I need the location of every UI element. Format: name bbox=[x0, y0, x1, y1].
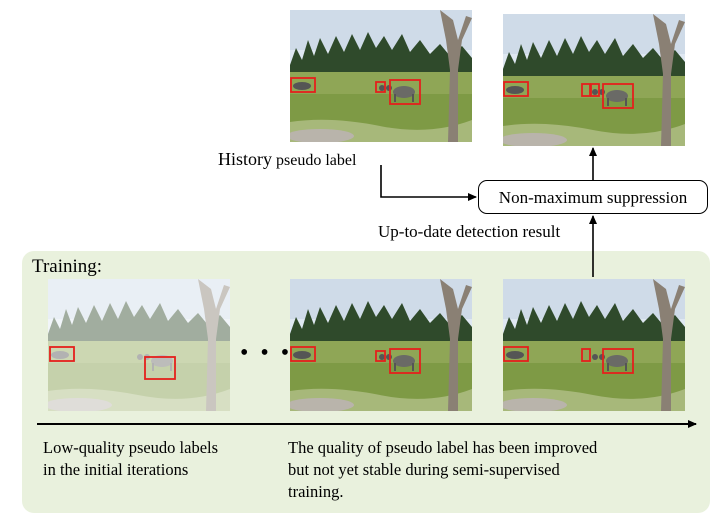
training-photo-middle bbox=[290, 279, 472, 411]
history-pseudo-label-caption: History pseudo label bbox=[218, 149, 357, 169]
improved-caption: The quality of pseudo label has been imp… bbox=[288, 438, 598, 501]
nms-box: Non-maximum suppression bbox=[478, 180, 708, 214]
nms-result-photo bbox=[503, 14, 685, 146]
training-photo-latest bbox=[503, 279, 685, 411]
training-label: Training: bbox=[32, 256, 103, 277]
uptodate-detection-label: Up-to-date detection result bbox=[378, 222, 561, 241]
history-to-nms-arrow bbox=[380, 165, 477, 201]
history-pseudo-label-photo bbox=[290, 10, 472, 142]
low-quality-caption: Low-quality pseudo labels in the initial… bbox=[43, 438, 219, 479]
ellipsis-dots: • • • bbox=[240, 340, 293, 366]
training-photo-initial bbox=[48, 279, 230, 411]
